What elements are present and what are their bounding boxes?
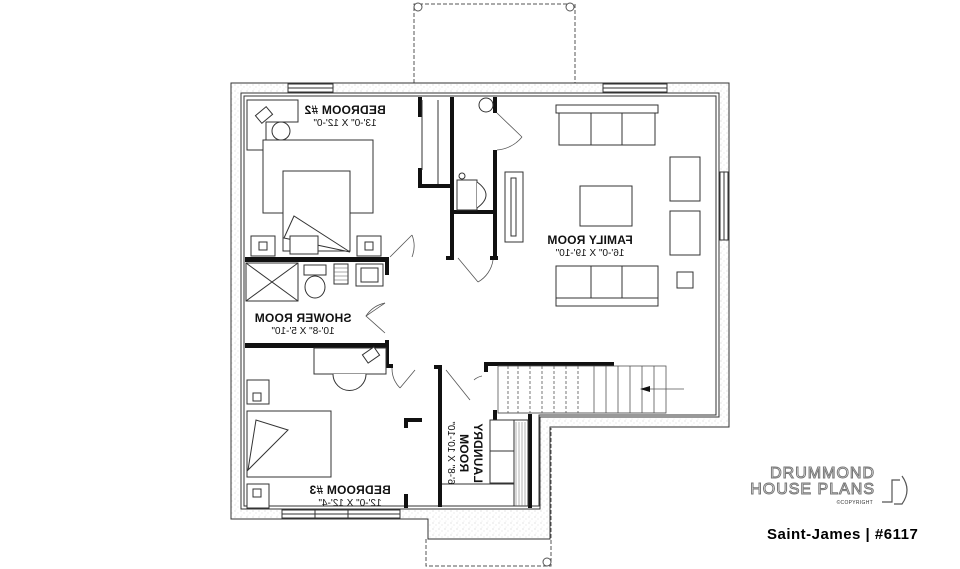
family-room-furniture [555, 104, 701, 307]
brand-line1: DRUMMOND [770, 465, 875, 482]
copyright-text: ©COPYRIGHT [836, 500, 873, 506]
room-dimensions: 16'-0" X 19'-10" [555, 248, 625, 259]
foundation-walls [230, 82, 730, 540]
room-name: BEDROOM #3 [309, 483, 391, 497]
shower-room-fixtures [245, 262, 384, 302]
stair-arrow-icon [640, 386, 650, 392]
room-dimensions: 13'-0" X 12'-0" [313, 118, 377, 129]
bedroom-2-furniture [246, 99, 382, 257]
room-name: FAMILY ROOM [547, 233, 633, 247]
room-label-laundry-room: LAUNDRY ROOM 6'-8" X 10'-10" [445, 408, 485, 498]
brand-mark-icon [882, 475, 908, 505]
plan-name: Saint-James | #6117 [767, 526, 919, 543]
windows [281, 83, 729, 519]
room-name-line2: ROOM [457, 433, 471, 473]
room-label-bedroom-3: BEDROOM #3 12'-0" X 12'-4" [300, 483, 400, 509]
room-label-bedroom-2: BEDROOM #2 13'-0" X 12'-0" [295, 103, 395, 129]
bedroom-3-furniture [246, 346, 387, 509]
room-name: SHOWER ROOM [254, 311, 352, 325]
room-name-line1: LAUNDRY [471, 423, 485, 483]
room-dimensions: 10'-8" X 5'-10" [271, 326, 335, 337]
brand-logo: DRUMMOND HOUSE PLANS ©COPYRIGHT Saint-Ja… [735, 465, 945, 543]
room-label-shower-room: SHOWER ROOM 10'-8" X 5'-10" [248, 311, 358, 337]
room-dimensions: 6'-8" X 10'-10" [445, 421, 456, 485]
room-name: BEDROOM #2 [304, 103, 386, 117]
stairs [497, 365, 684, 414]
top-deck [413, 3, 576, 83]
brand-line2: HOUSE PLANS [750, 481, 875, 498]
interior-walls [245, 97, 614, 508]
laundry-fixtures [442, 419, 529, 507]
room-dimensions: 12'-0" X 12'-4" [318, 498, 382, 509]
doors [365, 112, 523, 401]
room-label-family-room: FAMILY ROOM 16'-0" X 19'-10" [540, 233, 640, 259]
